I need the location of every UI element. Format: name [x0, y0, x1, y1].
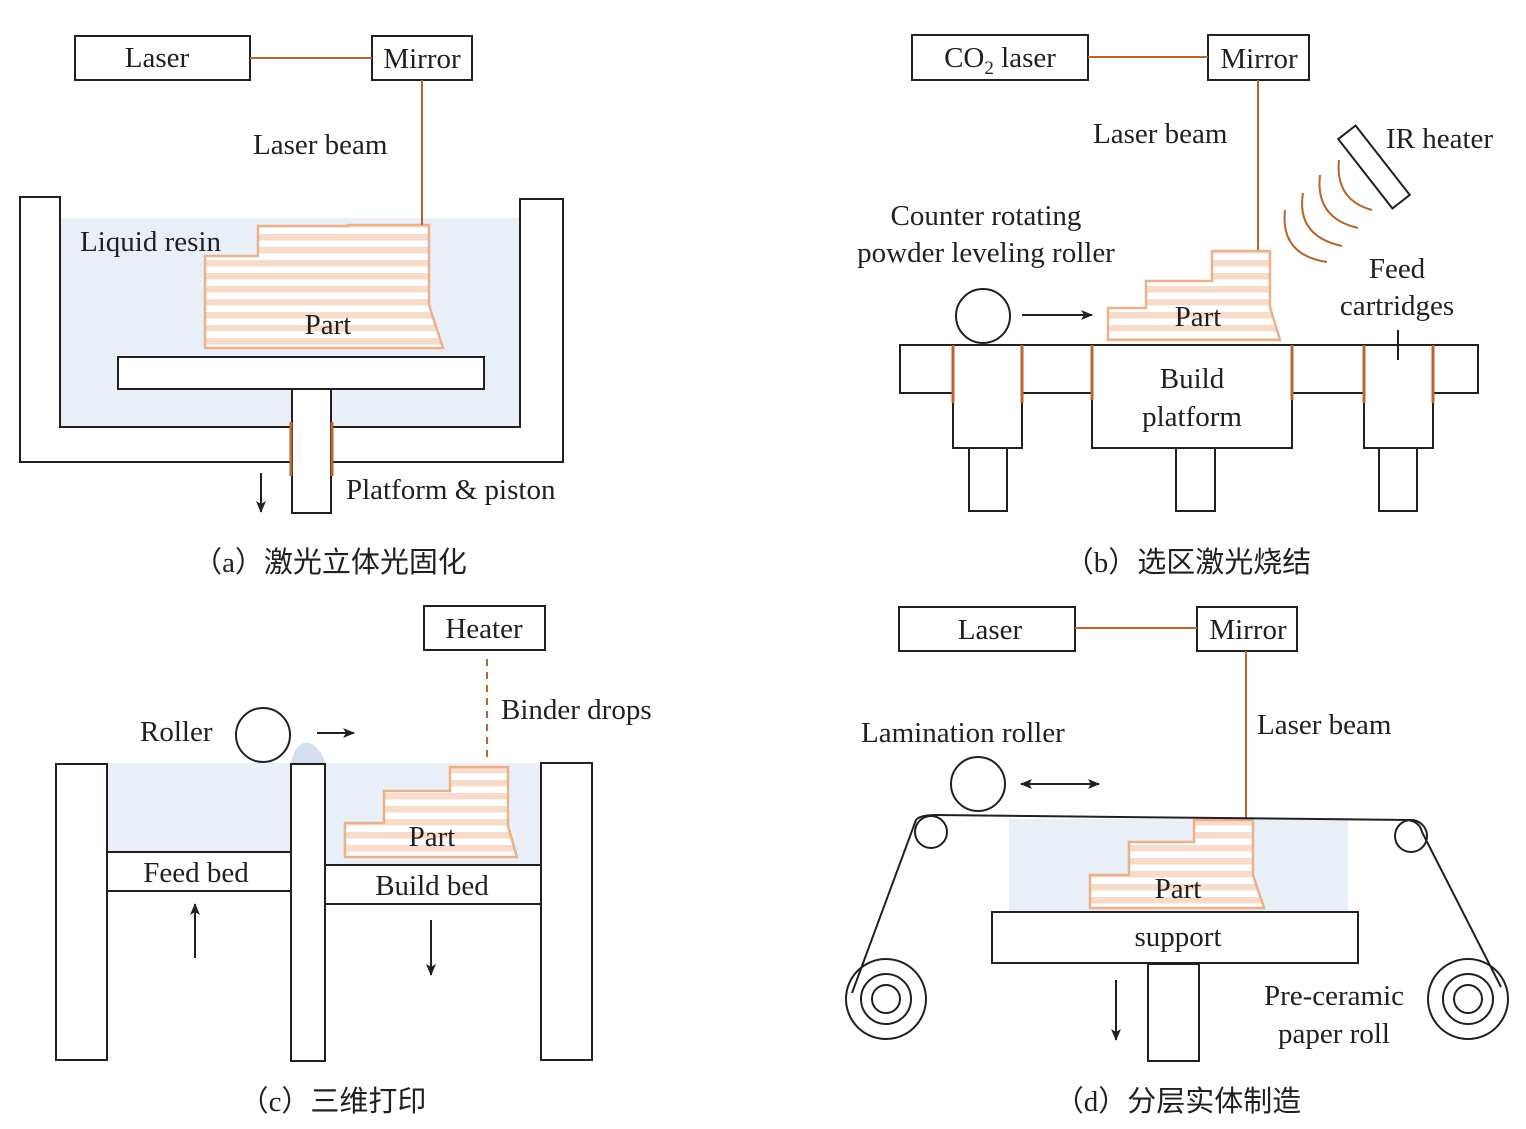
- mirror-box: [371, 35, 473, 81]
- build-label-line1: Build: [1160, 363, 1225, 395]
- part-shape: [1088, 818, 1266, 910]
- powder-roller: [955, 288, 1011, 344]
- right-feed-piston: [1378, 447, 1418, 512]
- caption-d: （d）分层实体制造: [1055, 1085, 1302, 1118]
- liquid-resin-label: Liquid resin: [80, 226, 221, 258]
- build-label-line2: platform: [1142, 401, 1242, 433]
- paper-roll-label-line2: paper roll: [1278, 1018, 1390, 1050]
- left-wall: [55, 763, 108, 1061]
- panel-a-stereolithography: Laser Mirror Laser beam Liquid resin Par…: [19, 35, 564, 579]
- panel-b-selective-laser-sintering: CO2 laser Mirror Laser beam IR heater Co…: [857, 34, 1493, 579]
- part-shape: [203, 223, 445, 350]
- roller: [235, 707, 291, 763]
- mirror-box: [1196, 606, 1298, 652]
- caption-c: （c）三维打印: [240, 1085, 427, 1118]
- powder-heap: [291, 742, 325, 763]
- part-label: Part: [409, 821, 456, 853]
- idler-roller-right: [1394, 819, 1428, 853]
- part-label: Part: [305, 309, 352, 341]
- middle-wall: [290, 763, 326, 1062]
- binder-drops-label: Binder drops: [501, 694, 652, 726]
- lamination-roller: [950, 756, 1006, 812]
- laser-box: [74, 35, 251, 81]
- build-bed: [324, 864, 542, 905]
- build-piston: [1175, 447, 1216, 512]
- platform-piston-label: Platform & piston: [346, 474, 556, 506]
- mirror-label: Mirror: [1220, 43, 1298, 75]
- ir-heater: [1336, 124, 1412, 210]
- feed-bed-label: Feed bed: [143, 857, 249, 889]
- platform: [117, 356, 485, 390]
- piston: [291, 388, 332, 514]
- lamination-roller-label: Lamination roller: [861, 717, 1065, 749]
- ir-heater-label: IR heater: [1386, 123, 1493, 155]
- support-piston: [1147, 963, 1200, 1062]
- part-label: Part: [1155, 873, 1202, 905]
- laser-beam-label: Laser beam: [1257, 709, 1392, 741]
- takeup-paper-roll: [1427, 958, 1509, 1040]
- part-label: Part: [1175, 301, 1222, 333]
- support-platform: [991, 911, 1359, 964]
- laser-label: Laser: [125, 42, 190, 74]
- left-feed-cartridge: [952, 344, 1023, 449]
- support-label: support: [1135, 921, 1222, 953]
- mirror-box: [1207, 34, 1310, 81]
- part-shape: [343, 765, 519, 859]
- feed-bed: [106, 851, 292, 892]
- feed-powder: [108, 763, 291, 852]
- feed-label-line2: cartridges: [1340, 290, 1454, 322]
- caption-b: （b）选区激光烧结: [1065, 546, 1312, 579]
- co2-laser-label: CO2 laser: [944, 42, 1056, 79]
- heater-box: [423, 605, 546, 651]
- mirror-label: Mirror: [383, 43, 461, 75]
- right-wall: [540, 762, 593, 1061]
- panel-d-laminated-object-manufacturing: Laser Mirror Laser beam Lamination rolle…: [845, 606, 1509, 1118]
- co2-laser-box: [911, 34, 1089, 81]
- roller-label-line1: Counter rotating: [891, 200, 1082, 232]
- build-platform: [1091, 344, 1293, 449]
- right-feed-cartridge: [1363, 344, 1434, 449]
- ir-waves-icon: [1283, 159, 1373, 263]
- panel-c-3d-printing: Heater Binder drops Roller Part Feed bed…: [55, 605, 652, 1118]
- paper-web: [851, 813, 1502, 994]
- mirror-label: Mirror: [1209, 614, 1287, 646]
- laser-beam-label: Laser beam: [1093, 118, 1228, 150]
- paper-roll-label-line1: Pre-ceramic: [1264, 980, 1404, 1012]
- feed-label-line1: Feed: [1369, 253, 1426, 285]
- heater-label: Heater: [445, 613, 523, 645]
- roller-label-line2: powder leveling roller: [857, 237, 1115, 269]
- supply-paper-roll: [845, 958, 927, 1040]
- left-feed-piston: [968, 447, 1008, 512]
- roller-label: Roller: [140, 716, 213, 748]
- build-bed-label: Build bed: [375, 870, 489, 902]
- part-shape: [1106, 249, 1282, 342]
- caption-a: （a）激光立体光固化: [193, 546, 467, 579]
- idler-roller-left: [914, 815, 948, 849]
- laser-beam-label: Laser beam: [253, 129, 388, 161]
- laser-label: Laser: [958, 614, 1023, 646]
